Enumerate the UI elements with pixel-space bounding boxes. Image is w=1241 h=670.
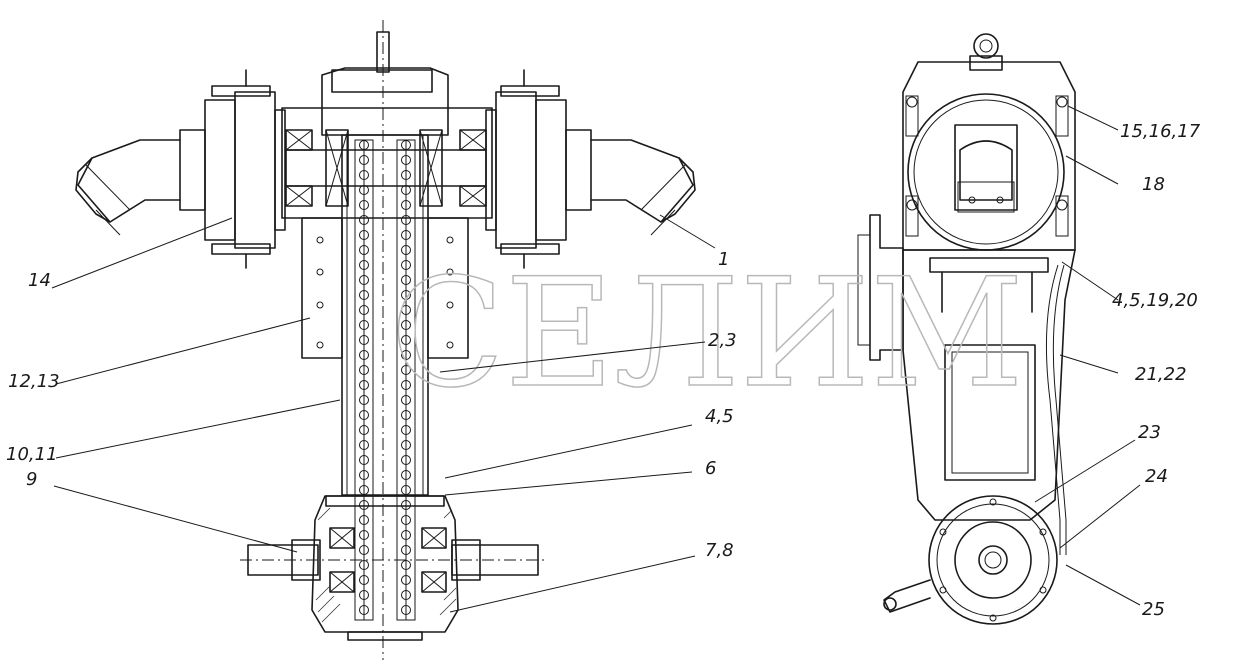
chain-link	[359, 530, 369, 540]
chain-link	[401, 590, 411, 600]
chain-link	[359, 410, 369, 420]
chain-link	[401, 320, 411, 330]
callout-23: 23	[1138, 422, 1161, 443]
chain-link	[401, 140, 411, 150]
chain-link	[359, 350, 369, 360]
chain-link	[359, 320, 369, 330]
chain-link	[359, 185, 369, 195]
chain-link	[401, 440, 411, 450]
bearing-blocks	[285, 129, 487, 207]
chain-link	[401, 515, 411, 525]
chain-link	[401, 230, 411, 240]
callout-1: 1	[718, 249, 729, 270]
chain-link	[359, 440, 369, 450]
callout-25: 25	[1142, 599, 1165, 620]
chain-link	[401, 485, 411, 495]
chain-link	[401, 425, 411, 435]
chain-link	[359, 395, 369, 405]
chain-link	[401, 290, 411, 300]
chain-link	[401, 185, 411, 195]
chain-link	[401, 350, 411, 360]
chain-link	[359, 545, 369, 555]
side-view	[857, 33, 1076, 625]
chain-link	[401, 500, 411, 510]
watermark: СЕЛИМ	[390, 247, 1024, 421]
chain-link	[359, 590, 369, 600]
chain-link	[359, 425, 369, 435]
callout-10-11: 10,11	[6, 444, 58, 465]
chain-link	[401, 260, 411, 270]
chain-link	[359, 275, 369, 285]
callout-9: 9	[26, 469, 37, 490]
callout-24: 24	[1145, 466, 1168, 487]
chain-link	[401, 455, 411, 465]
chain-link	[401, 365, 411, 375]
chain-link	[401, 170, 411, 180]
callout-6: 6	[705, 458, 716, 479]
chain-link	[359, 455, 369, 465]
callout-labels: 1 2,3 4,5 6 7,8 9 10,11 12,13 14 15,16,1…	[6, 121, 1201, 620]
chain-link	[359, 170, 369, 180]
chain-link	[359, 575, 369, 585]
chain-link	[401, 155, 411, 165]
chain-link	[401, 335, 411, 345]
lower-gearbox	[240, 495, 545, 641]
chain-link	[359, 500, 369, 510]
chain-link	[401, 245, 411, 255]
chain-link	[359, 260, 369, 270]
chain-link	[359, 560, 369, 570]
front-sectional-view	[75, 20, 696, 660]
chain-link	[359, 365, 369, 375]
chain-link	[359, 305, 369, 315]
callout-2-3: 2,3	[708, 330, 737, 351]
callout-7-8: 7,8	[705, 540, 734, 561]
callout-21-22: 21,22	[1135, 364, 1187, 385]
chain-link	[359, 470, 369, 480]
chain-link	[401, 575, 411, 585]
chain-link	[401, 605, 411, 615]
chain-link	[359, 290, 369, 300]
chain-link	[359, 140, 369, 150]
chain-link	[359, 215, 369, 225]
callout-15-16-17: 15,16,17	[1120, 121, 1201, 142]
chain-link	[401, 215, 411, 225]
chain-link	[359, 230, 369, 240]
chain-link	[401, 200, 411, 210]
chain-link	[401, 305, 411, 315]
chain-link	[401, 395, 411, 405]
chain-link	[359, 605, 369, 615]
chain-link	[359, 200, 369, 210]
callout-14: 14	[28, 270, 51, 291]
leader-lines	[51, 105, 1141, 613]
chain-link	[359, 335, 369, 345]
chain-link	[401, 545, 411, 555]
chain-link	[401, 530, 411, 540]
chain-link	[359, 515, 369, 525]
chain-link	[359, 245, 369, 255]
callout-18: 18	[1142, 174, 1165, 195]
callout-12-13: 12,13	[8, 371, 60, 392]
right-drive-unit	[485, 69, 696, 269]
callout-4-5: 4,5	[705, 406, 734, 427]
chain-link	[359, 485, 369, 495]
callout-4-5-19-20: 4,5,19,20	[1112, 290, 1198, 311]
chain-link	[359, 155, 369, 165]
chain-link	[401, 470, 411, 480]
chain-link	[401, 380, 411, 390]
chain-link	[401, 275, 411, 285]
chain-link	[401, 410, 411, 420]
left-drive-unit	[75, 69, 286, 269]
chain-link	[359, 380, 369, 390]
